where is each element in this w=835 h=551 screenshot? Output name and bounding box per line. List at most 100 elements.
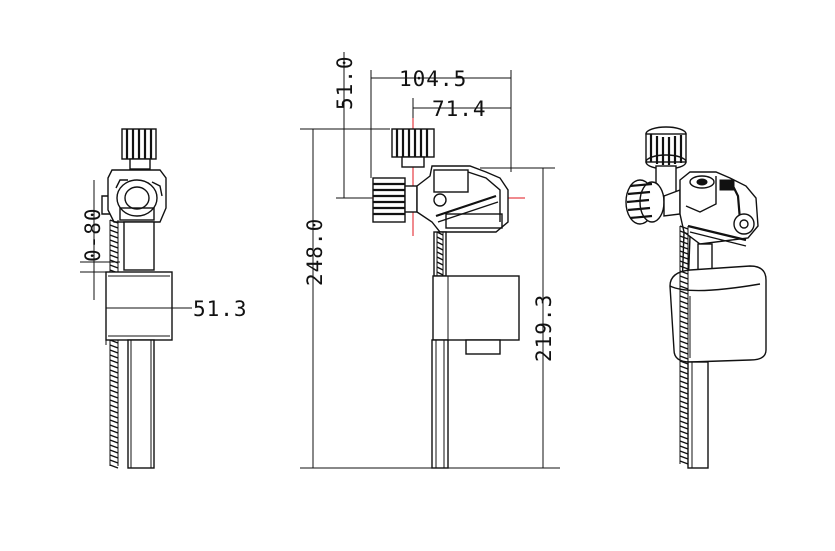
spring-coil (109, 249, 119, 254)
spring-coil (109, 434, 119, 439)
spring-coil (436, 266, 444, 271)
spring-coil (436, 241, 444, 246)
spring-coil (109, 234, 119, 239)
spring-coil (679, 420, 689, 425)
spring-coil (436, 271, 444, 276)
spring-coil (679, 295, 689, 300)
front-view-valve-body (416, 165, 509, 233)
spring-coil (679, 440, 689, 445)
side-view-knob (121, 128, 157, 170)
spring-coil (109, 344, 119, 349)
side-view-spring (109, 219, 119, 469)
spring-coil (679, 250, 689, 255)
spring-coil (109, 389, 119, 394)
spring-coil (109, 429, 119, 434)
iso-spring (679, 225, 689, 465)
dim-height-total-label: 248.0 (303, 218, 327, 286)
spring-coil (109, 264, 119, 269)
front-view-top-knob (391, 128, 435, 168)
front-view-side-knob (372, 177, 418, 223)
spring-coil (109, 454, 119, 459)
spring-coil (109, 229, 119, 234)
spring-coil (679, 390, 689, 395)
spring-coil (109, 439, 119, 444)
spring-coil (109, 239, 119, 244)
iso-lower-tube (687, 361, 709, 469)
spring-coil (679, 335, 689, 340)
iso-float (669, 265, 767, 363)
spring-coil (109, 244, 119, 249)
dim-height-outlet-label: 219.3 (532, 294, 556, 362)
dim-width-partial: 71.4 (412, 97, 511, 121)
spring-coil (679, 345, 689, 350)
side-view-valve-body (101, 169, 167, 223)
spring-coil (679, 340, 689, 345)
spring-coil (679, 370, 689, 375)
spring-coil (679, 320, 689, 325)
spring-coil (436, 231, 444, 236)
dim-width-total-label: 104.5 (399, 67, 467, 91)
iso-side-knob (625, 179, 681, 225)
front-view: 248.0 51.0 104.5 71.4 219.3 (300, 52, 560, 469)
spring-coil (679, 430, 689, 435)
spring-coil (109, 464, 119, 469)
spring-coil (109, 384, 119, 389)
spring-coil (679, 445, 689, 450)
spring-coil (109, 224, 119, 229)
spring-coil (109, 254, 119, 259)
spring-coil (679, 360, 689, 365)
spring-coil (109, 219, 119, 224)
spring-coil (109, 449, 119, 454)
spring-coil (679, 425, 689, 430)
spring-coil (679, 300, 689, 305)
dim-float-width: 51.3 (105, 272, 247, 345)
spring-coil (109, 419, 119, 424)
dim-height-outlet: 219.3 (480, 167, 556, 468)
dim-height-adjust-label: 0-80 (81, 207, 105, 262)
spring-coil (679, 380, 689, 385)
spring-coil (679, 355, 689, 360)
spring-coil (679, 240, 689, 245)
spring-coil (109, 404, 119, 409)
spring-coil (679, 405, 689, 410)
front-view-float (432, 275, 520, 341)
dim-width-partial-label: 71.4 (432, 97, 487, 121)
spring-coil (679, 395, 689, 400)
dim-height-total: 248.0 (300, 128, 390, 468)
spring-coil (679, 285, 689, 290)
spring-coil (679, 235, 689, 240)
spring-coil (109, 444, 119, 449)
side-view-float (105, 271, 173, 341)
spring-coil (436, 246, 444, 251)
spring-coil (679, 325, 689, 330)
dim-offset-top-label: 51.0 (333, 55, 357, 110)
spring-coil (679, 290, 689, 295)
spring-coil (679, 330, 689, 335)
spring-coil (436, 236, 444, 241)
spring-coil (109, 354, 119, 359)
spring-coil (679, 305, 689, 310)
spring-coil (436, 251, 444, 256)
spring-coil (679, 255, 689, 260)
spring-coil (679, 280, 689, 285)
dim-width-total: 104.5 (370, 67, 512, 178)
spring-coil (109, 359, 119, 364)
isometric-view (625, 126, 767, 469)
spring-coil (679, 415, 689, 420)
side-view: 0-80 51.3 (80, 128, 247, 469)
spring-coil (109, 349, 119, 354)
spring-coil (679, 245, 689, 250)
spring-coil (109, 399, 119, 404)
spring-coil (679, 225, 689, 230)
dim-offset-top: 51.0 (333, 52, 372, 199)
spring-coil (679, 460, 689, 465)
spring-coil (679, 315, 689, 320)
spring-coil (679, 400, 689, 405)
spring-coil (109, 369, 119, 374)
spring-coil (679, 275, 689, 280)
spring-coil (679, 260, 689, 265)
spring-coil (679, 410, 689, 415)
spring-coil (109, 379, 119, 384)
front-view-float-foot (465, 339, 501, 355)
